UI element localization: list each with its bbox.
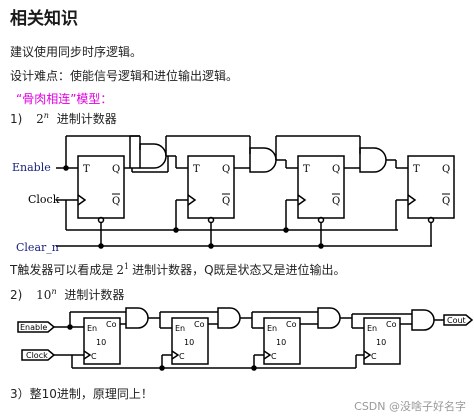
box1-num: 10 xyxy=(96,338,106,347)
ff3-qbar: Q xyxy=(332,196,340,207)
sec2-title: 2) 10n 进制计数器 xyxy=(10,286,124,303)
sec3-text: 3）整10进制，原理同上！ xyxy=(10,387,153,401)
sec1-title: 1) 2n 进制计数器 xyxy=(10,110,117,127)
box1-co: Co xyxy=(106,320,117,329)
sec2-text: 进制计数器 xyxy=(64,288,125,302)
ff2-t: T xyxy=(193,164,200,175)
box3-num: 10 xyxy=(276,338,286,347)
sec2-num: 2) xyxy=(10,288,23,302)
box4-en: En xyxy=(367,324,377,333)
ff4-qbar: Q xyxy=(442,196,450,207)
box2-num: 10 xyxy=(184,338,194,347)
box2-co: Co xyxy=(194,320,205,329)
clock-label: Clock xyxy=(28,193,60,206)
t-flipflop-counter-diagram: Enable Clock Clear_n xyxy=(12,135,455,254)
box2-c: C xyxy=(179,352,185,361)
enable-label: Enable xyxy=(12,161,51,174)
sec1-base: 2 xyxy=(36,112,44,126)
box3-en: En xyxy=(267,324,277,333)
decade-and-gate-1 xyxy=(125,307,149,329)
box4-c: C xyxy=(371,352,377,361)
intro-text: 建议使用同步时序逻辑。 xyxy=(10,45,143,59)
box2-en: En xyxy=(175,324,185,333)
clock-tag-label: Clock xyxy=(26,351,48,360)
model-label: “骨肉相连”模型： xyxy=(16,92,113,106)
ff2-q: Q xyxy=(222,164,230,175)
sec1-num: 1) xyxy=(10,112,23,126)
ff2-qbar: Q xyxy=(222,196,230,207)
sec1-exp: n xyxy=(43,111,49,120)
difficulty-text: 设计难点：使能信号逻辑和进位输出逻辑。 xyxy=(10,69,239,83)
t-note-base: 2 xyxy=(116,263,124,277)
decade-counter-diagram: Enable Clock Cout Co 10 En C Co 10 En C … xyxy=(17,307,474,371)
t-note-pre: T触发器可以看成是 xyxy=(10,263,114,277)
and-gate-1 xyxy=(139,143,167,169)
enable-tag-label: Enable xyxy=(20,323,47,332)
decade-box-2 xyxy=(171,317,209,365)
section-heading: 相关知识 xyxy=(10,9,78,29)
and-gate-2 xyxy=(249,147,277,173)
decade-and-gate-4 xyxy=(411,309,435,331)
ff4-t: T xyxy=(413,164,420,175)
cout-tag xyxy=(443,314,474,326)
box3-c: C xyxy=(271,352,277,361)
clock-tag xyxy=(21,349,56,361)
ff3-q: Q xyxy=(332,164,340,175)
decade-and-gate-3 xyxy=(317,307,341,329)
t-note-exp: 1 xyxy=(123,262,130,271)
decade-box-1 xyxy=(83,317,121,365)
sec2-base: 10 xyxy=(36,288,52,302)
box3-co: Co xyxy=(286,320,297,329)
enable-tag xyxy=(17,321,56,333)
ff4-q: Q xyxy=(442,164,450,175)
box4-co: Co xyxy=(386,320,397,329)
sec1-text: 进制计数器 xyxy=(56,112,117,126)
ff3-t: T xyxy=(303,164,310,175)
watermark: CSDN @没啥子好名字 xyxy=(354,400,466,413)
clear-label: Clear_n xyxy=(16,241,59,254)
cout-label: Cout xyxy=(447,316,466,325)
decade-box-3 xyxy=(263,317,301,365)
ff1-qbar: Q xyxy=(112,196,120,207)
decade-box-4 xyxy=(363,317,401,365)
decade-and-gate-2 xyxy=(217,307,241,329)
and-gate-3 xyxy=(359,147,387,173)
ff1-q: Q xyxy=(112,164,120,175)
t-note-post: 进制计数器，Q既是状态又是进位输出。 xyxy=(132,263,346,277)
box4-num: 10 xyxy=(376,338,386,347)
sec2-exp: n xyxy=(51,287,57,296)
ff1-t: T xyxy=(83,164,90,175)
box1-c: C xyxy=(91,352,97,361)
box1-en: En xyxy=(87,324,97,333)
